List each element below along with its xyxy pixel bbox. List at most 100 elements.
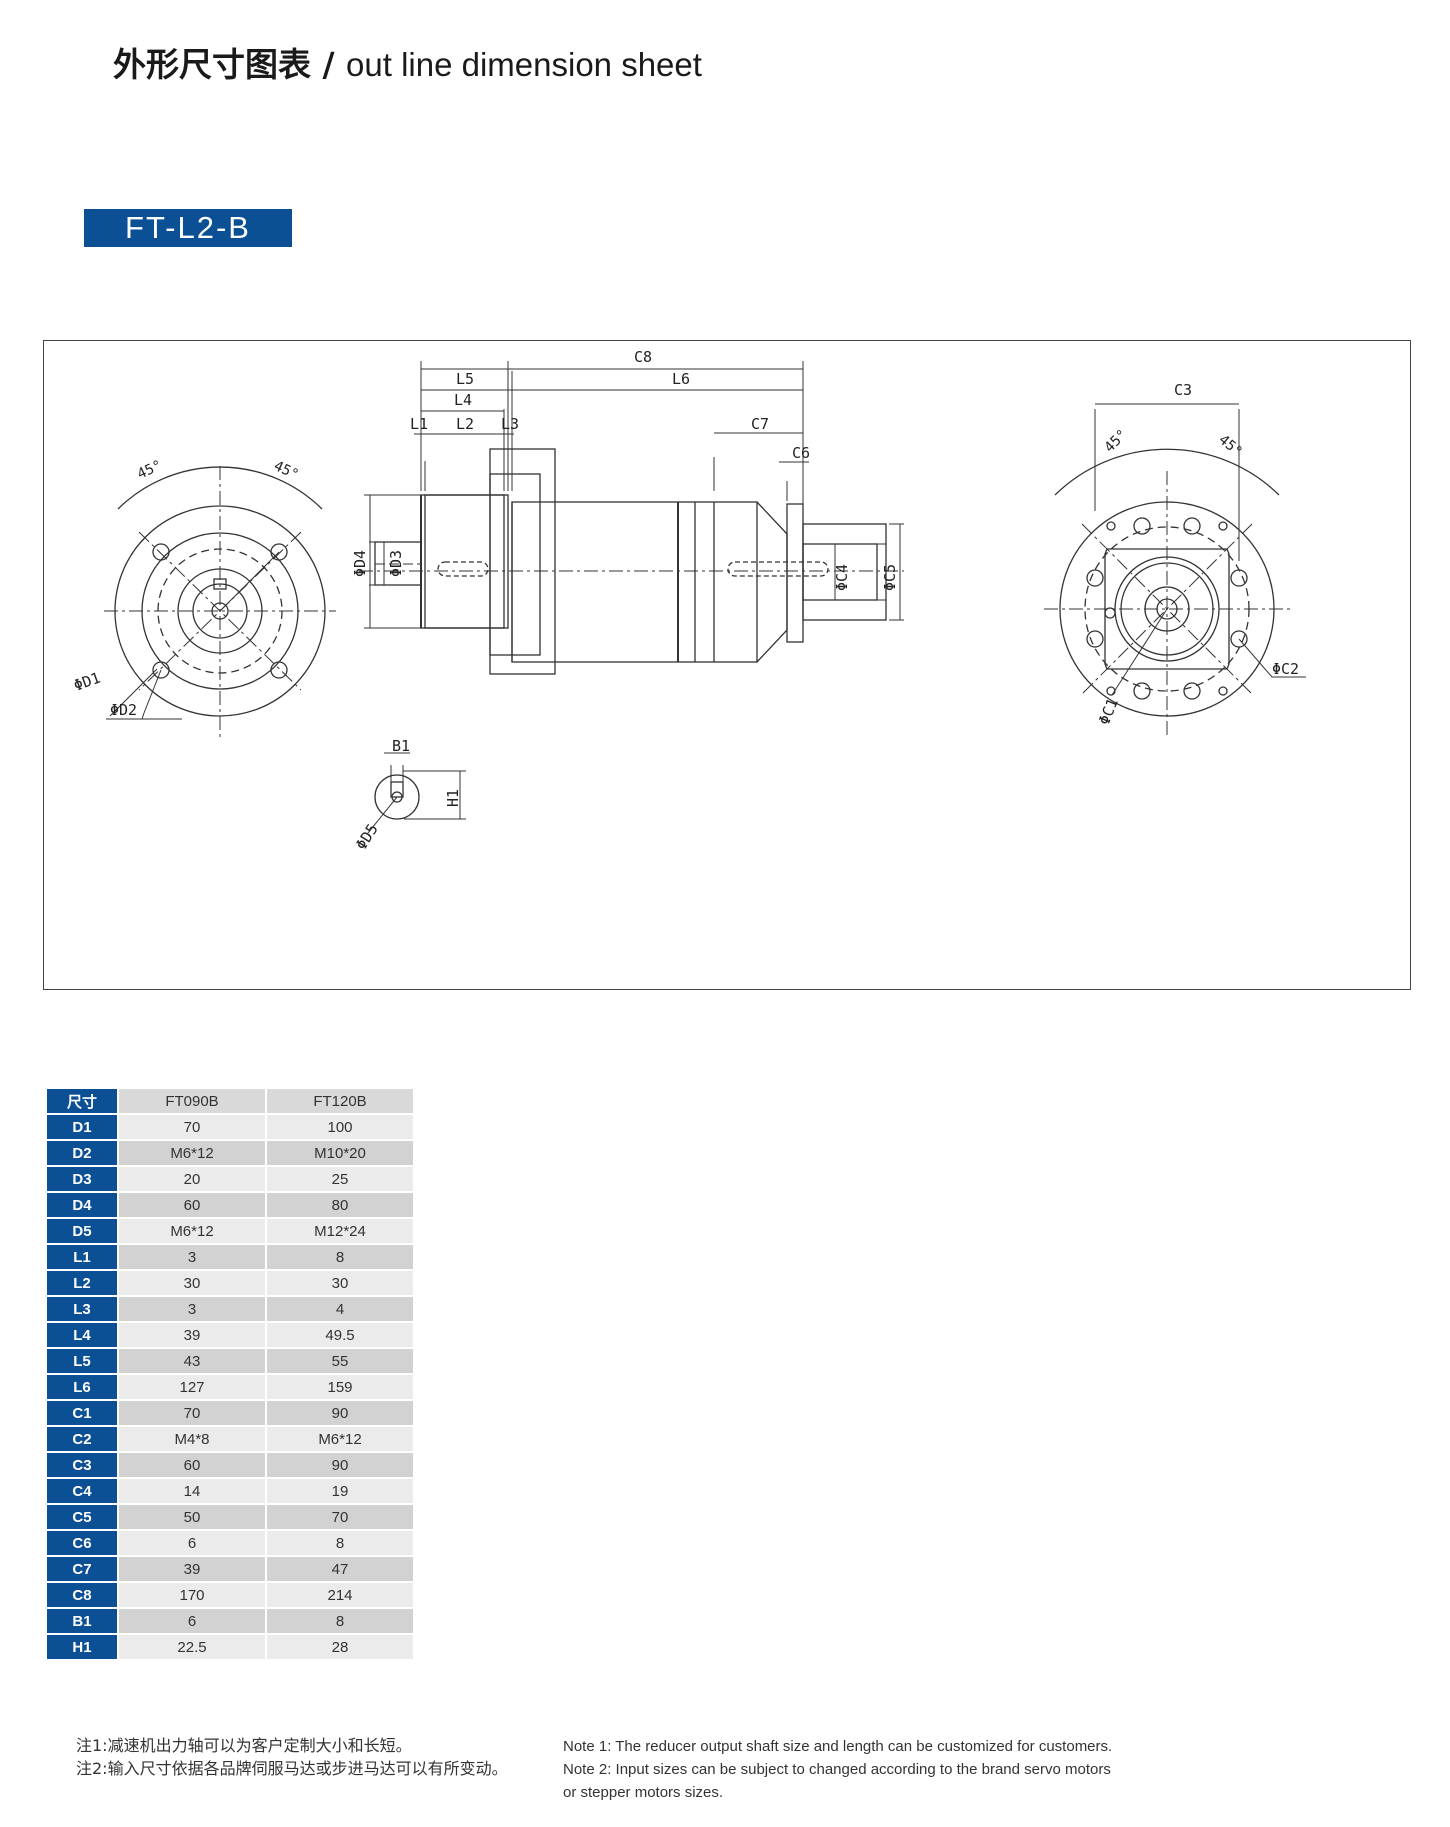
h1-label: H1 [444, 789, 462, 807]
shaft-keyway-detail [367, 752, 466, 834]
c4-label: ΦC4 [833, 564, 851, 591]
c5-label: ΦC5 [881, 564, 899, 591]
row-label: D5 [47, 1219, 117, 1243]
title-separator: / [311, 45, 347, 84]
column-header-ft090b: FT090B [119, 1089, 265, 1113]
row-label: C7 [47, 1557, 117, 1581]
row-label: D4 [47, 1193, 117, 1217]
model-badge: FT-L2-B [84, 209, 292, 247]
column-header-ft120b: FT120B [267, 1089, 413, 1113]
row-label: C4 [47, 1479, 117, 1503]
table-cell: 28 [267, 1635, 413, 1659]
row-label: L2 [47, 1271, 117, 1295]
table-cell: 159 [267, 1375, 413, 1399]
note-en-3: or stepper motors sizes. [563, 1784, 724, 1801]
table-cell: 214 [267, 1583, 413, 1607]
row-label: C5 [47, 1505, 117, 1529]
table-cell: 8 [267, 1245, 413, 1269]
table-cell: 25 [267, 1167, 413, 1191]
row-label: C8 [47, 1583, 117, 1607]
l4-label: L4 [454, 391, 472, 409]
table-cell: M6*12 [119, 1219, 265, 1243]
d3-label: ΦD3 [387, 550, 405, 577]
angle-label-left-2: 45° [271, 458, 301, 483]
table-cell: 60 [119, 1453, 265, 1477]
table-cell: 3 [119, 1297, 265, 1321]
output-flange-view [1044, 403, 1306, 736]
row-label: B1 [47, 1609, 117, 1633]
angle-label-left-1: 45° [135, 457, 165, 482]
table-cell: 6 [119, 1609, 265, 1633]
row-label: C6 [47, 1531, 117, 1555]
table-cell: 90 [267, 1453, 413, 1477]
title-cn: 外形尺寸图表 [113, 45, 311, 84]
table-cell: 20 [119, 1167, 265, 1191]
c3-label: C3 [1174, 381, 1192, 399]
d2-label: ΦD2 [110, 701, 137, 719]
table-cell: 100 [267, 1115, 413, 1139]
c7-label: C7 [751, 415, 769, 433]
table-cell: 8 [267, 1609, 413, 1633]
l1-label: L1 [410, 415, 428, 433]
page-title: 外形尺寸图表 / out line dimension sheet [113, 38, 702, 86]
table-cell: 22.5 [119, 1635, 265, 1659]
row-label: H1 [47, 1635, 117, 1659]
table-cell: 70 [267, 1505, 413, 1529]
d4-label: ΦD4 [351, 550, 369, 577]
l5-label: L5 [456, 370, 474, 388]
angle-label-right-1: 45° [1102, 427, 1131, 456]
row-label: D2 [47, 1141, 117, 1165]
row-label: L1 [47, 1245, 117, 1269]
table-cell: 43 [119, 1349, 265, 1373]
row-label: C1 [47, 1401, 117, 1425]
row-label: L3 [47, 1297, 117, 1321]
table-cell: 47 [267, 1557, 413, 1581]
table-cell: 127 [119, 1375, 265, 1399]
table-cell: 14 [119, 1479, 265, 1503]
row-label: D1 [47, 1115, 117, 1139]
table-cell: 39 [119, 1557, 265, 1581]
table-cell: 19 [267, 1479, 413, 1503]
c8-label: C8 [634, 348, 652, 366]
c2-label: ΦC2 [1272, 660, 1299, 678]
b1-label: B1 [392, 737, 410, 755]
table-cell: 90 [267, 1401, 413, 1425]
table-cell: 80 [267, 1193, 413, 1217]
row-label: C3 [47, 1453, 117, 1477]
c1-label: ΦC1 [1095, 696, 1122, 728]
table-cell: M6*12 [267, 1427, 413, 1451]
notes-english: Note 1: The reducer output shaft size an… [563, 1735, 1112, 1804]
table-cell: 70 [119, 1115, 265, 1139]
table-cell: M10*20 [267, 1141, 413, 1165]
l2-label: L2 [456, 415, 474, 433]
note-cn-2: 注2:输入尺寸依据各品牌伺服马达或步进马达可以有所变动。 [76, 1759, 508, 1778]
table-cell: 170 [119, 1583, 265, 1607]
table-cell: M12*24 [267, 1219, 413, 1243]
table-cell: M6*12 [119, 1141, 265, 1165]
table-cell: 55 [267, 1349, 413, 1373]
table-cell: M4*8 [119, 1427, 265, 1451]
table-cell: 70 [119, 1401, 265, 1425]
note-en-1: Note 1: The reducer output shaft size an… [563, 1738, 1113, 1755]
table-cell: 30 [119, 1271, 265, 1295]
row-label: L6 [47, 1375, 117, 1399]
table-cell: 39 [119, 1323, 265, 1347]
